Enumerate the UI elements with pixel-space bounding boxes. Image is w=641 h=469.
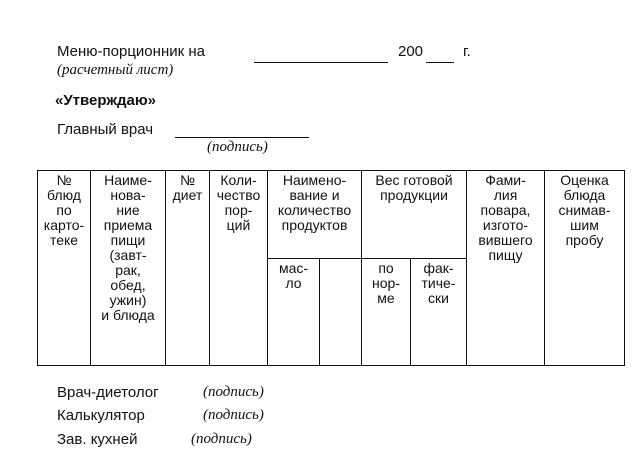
col-header-cook: Фами- лия повара, изгото- вившего пищу [466,170,545,366]
col-header-evaluation: Оценка блюда снимав- шим пробу [544,170,625,366]
year-blank-line [426,62,454,63]
subheader-oil: мас- ло [267,258,320,366]
approve-label: «Утверждаю» [55,92,157,109]
year-suffix: г. [463,43,471,60]
footer-sig-calculator: (подпись) [203,407,264,423]
subheader-blank [319,258,362,366]
footer-sig-dietitian: (подпись) [203,384,264,400]
signature-note: (подпись) [207,139,268,155]
chief-doctor-label: Главный врач [57,121,154,138]
year-prefix: 200 [398,43,424,60]
menu-table: № блюд по карто- теке Наиме- нова- ние п… [37,170,625,366]
col-header-weight: Вес готовой продукции [361,170,467,259]
subheader-actual: фак- тиче- ски [410,258,467,366]
col-header-diet-no: № диет [165,170,210,366]
calc-sheet-note: (расчетный лист) [57,62,174,78]
date-blank-line [254,62,388,63]
col-header-card-no: № блюд по карто- теке [37,170,91,366]
footer-sig-kitchen: (подпись) [191,431,252,447]
footer-role-kitchen: Зав. кухней [57,431,138,448]
col-header-meal-name: Наиме- нова- ние приема пищи (завт- рак,… [90,170,166,366]
col-header-portions: Коли- чество пор- ций [209,170,268,366]
col-header-products: Наимено- вание и количество продуктов [267,170,362,259]
menu-title: Меню-порционник на [57,43,205,60]
chief-signature-line [175,137,309,138]
subheader-norm: по нор- ме [361,258,411,366]
footer-role-calculator: Калькулятор [57,407,145,424]
footer-role-dietitian: Врач-диетолог [57,384,159,401]
